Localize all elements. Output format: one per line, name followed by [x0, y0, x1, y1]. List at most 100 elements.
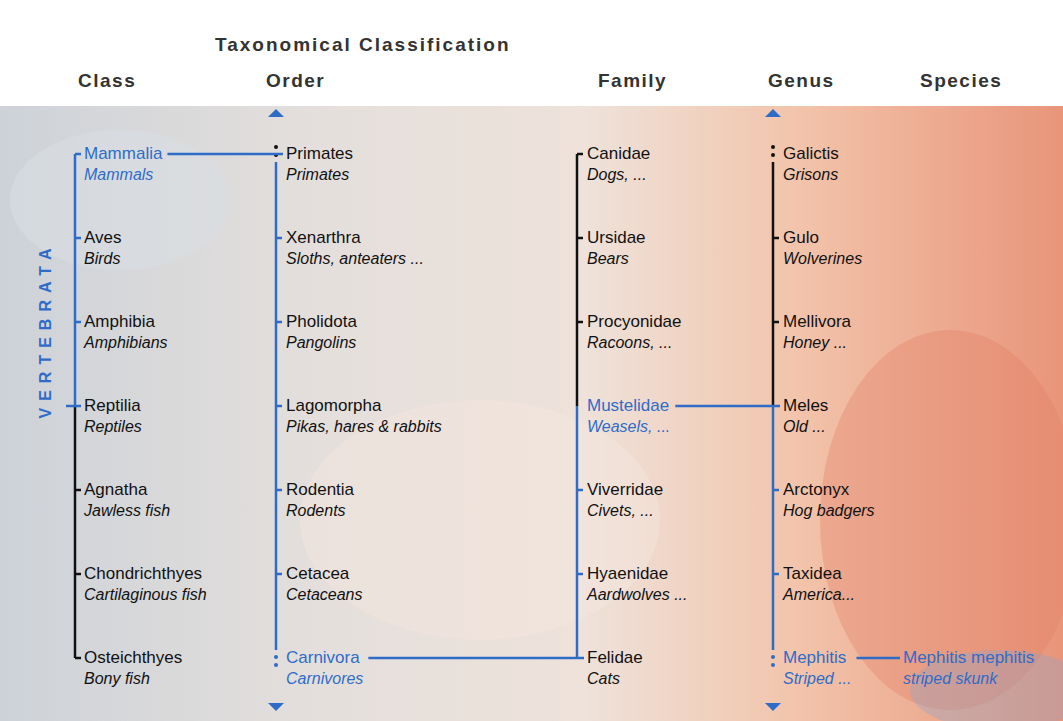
common-name: Grisons — [783, 165, 839, 185]
taxon-entry: PholidotaPangolins — [284, 311, 359, 353]
scientific-name: Reptilia — [84, 395, 142, 417]
common-name: Carnivores — [286, 669, 363, 689]
scientific-name: Gulo — [783, 227, 862, 249]
scientific-name: Pholidota — [286, 311, 357, 333]
taxon-entry: AgnathaJawless fish — [82, 479, 172, 521]
scientific-name: Rodentia — [286, 479, 354, 501]
scientific-name: Viverridae — [587, 479, 663, 501]
scientific-name: Mammalia — [84, 143, 162, 165]
taxon-entry: TaxideaAmerica... — [781, 563, 857, 605]
scientific-name: Mellivora — [783, 311, 851, 333]
taxon-entry: Mephitis mephitisstriped skunk — [901, 647, 1036, 689]
scientific-name: Amphibia — [84, 311, 168, 333]
common-name: Reptiles — [84, 417, 142, 437]
taxon-entry: CanidaeDogs, ... — [585, 143, 652, 185]
connector-line — [675, 405, 780, 408]
taxon-entry: CetaceaCetaceans — [284, 563, 365, 605]
diagram-title: Taxonomical Classification — [215, 34, 511, 56]
taxon-entry: ChondrichthyesCartilaginous fish — [82, 563, 209, 605]
common-name: Primates — [286, 165, 353, 185]
taxon-entry: PrimatesPrimates — [284, 143, 355, 185]
common-name: Old ... — [783, 417, 828, 437]
scientific-name: Taxidea — [783, 563, 855, 585]
scientific-name: Canidae — [587, 143, 650, 165]
taxon-entry: HyaenidaeAardwolves ... — [585, 563, 689, 605]
taxon-entry: GuloWolverines — [781, 227, 864, 269]
common-name: Pikas, hares & rabbits — [286, 417, 442, 437]
taxon-entry: CarnivoraCarnivores — [284, 647, 365, 689]
group-label: VERTEBRATA — [37, 242, 55, 419]
taxon-entry: ArctonyxHog badgers — [781, 479, 877, 521]
scientific-name: Meles — [783, 395, 828, 417]
scientific-name: Ursidae — [587, 227, 646, 249]
common-name: Cetaceans — [286, 585, 363, 605]
scientific-name: Chondrichthyes — [84, 563, 207, 585]
scientific-name: Xenarthra — [286, 227, 424, 249]
taxon-entry: AmphibiaAmphibians — [82, 311, 170, 353]
column-header: Genus — [768, 70, 835, 92]
common-name: Rodents — [286, 501, 354, 521]
column-header: Species — [920, 70, 1002, 92]
common-name: Bears — [587, 249, 646, 269]
common-name: Civets, ... — [587, 501, 663, 521]
taxon-entry: UrsidaeBears — [585, 227, 648, 269]
scientific-name: Mephitis mephitis — [903, 647, 1034, 669]
common-name: Mammals — [84, 165, 162, 185]
common-name: striped skunk — [903, 669, 1034, 689]
common-name: Hog badgers — [783, 501, 875, 521]
common-name: Sloths, anteaters ... — [286, 249, 424, 269]
scientific-name: Carnivora — [286, 647, 363, 669]
common-name: Bony fish — [84, 669, 182, 689]
taxon-entry: MellivoraHoney ... — [781, 311, 853, 353]
taxon-entry: ReptiliaReptiles — [82, 395, 144, 437]
common-name: Cats — [587, 669, 643, 689]
connector-line — [167, 153, 283, 156]
taxon-entry: MustelidaeWeasels, ... — [585, 395, 672, 437]
scientific-name: Aves — [84, 227, 122, 249]
common-name: Honey ... — [783, 333, 851, 353]
common-name: Amphibians — [84, 333, 168, 353]
common-name: Striped ... — [783, 669, 851, 689]
taxon-entry: RodentiaRodents — [284, 479, 356, 521]
scientific-name: Mephitis — [783, 647, 851, 669]
common-name: Racoons, ... — [587, 333, 682, 353]
taxon-entry: MelesOld ... — [781, 395, 830, 437]
scientific-name: Galictis — [783, 143, 839, 165]
taxon-entry: ViverridaeCivets, ... — [585, 479, 665, 521]
taxon-entry: AvesBirds — [82, 227, 124, 269]
scientific-name: Cetacea — [286, 563, 363, 585]
common-name: Weasels, ... — [587, 417, 670, 437]
taxon-entry: MephitisStriped ... — [781, 647, 853, 689]
scientific-name: Felidae — [587, 647, 643, 669]
scientific-name: Hyaenidae — [587, 563, 687, 585]
taxon-entry: XenarthraSloths, anteaters ... — [284, 227, 426, 269]
common-name: Jawless fish — [84, 501, 170, 521]
scientific-name: Agnatha — [84, 479, 170, 501]
column-header: Class — [78, 70, 136, 92]
taxon-entry: MammaliaMammals — [82, 143, 164, 185]
column-header: Order — [266, 70, 325, 92]
taxon-entry: LagomorphaPikas, hares & rabbits — [284, 395, 444, 437]
taxon-entry: OsteichthyesBony fish — [82, 647, 184, 689]
scientific-name: Primates — [286, 143, 353, 165]
scientific-name: Lagomorpha — [286, 395, 442, 417]
scientific-name: Procyonidae — [587, 311, 682, 333]
common-name: Pangolins — [286, 333, 357, 353]
taxon-entry: FelidaeCats — [585, 647, 645, 689]
scientific-name: Mustelidae — [587, 395, 670, 417]
common-name: Birds — [84, 249, 122, 269]
common-name: America... — [783, 585, 855, 605]
common-name: Aardwolves ... — [587, 585, 687, 605]
column-header: Family — [598, 70, 667, 92]
common-name: Cartilaginous fish — [84, 585, 207, 605]
common-name: Wolverines — [783, 249, 862, 269]
taxon-entry: GalictisGrisons — [781, 143, 841, 185]
connector-line — [856, 657, 900, 660]
scientific-name: Arctonyx — [783, 479, 875, 501]
common-name: Dogs, ... — [587, 165, 650, 185]
taxon-entry: ProcyonidaeRacoons, ... — [585, 311, 684, 353]
